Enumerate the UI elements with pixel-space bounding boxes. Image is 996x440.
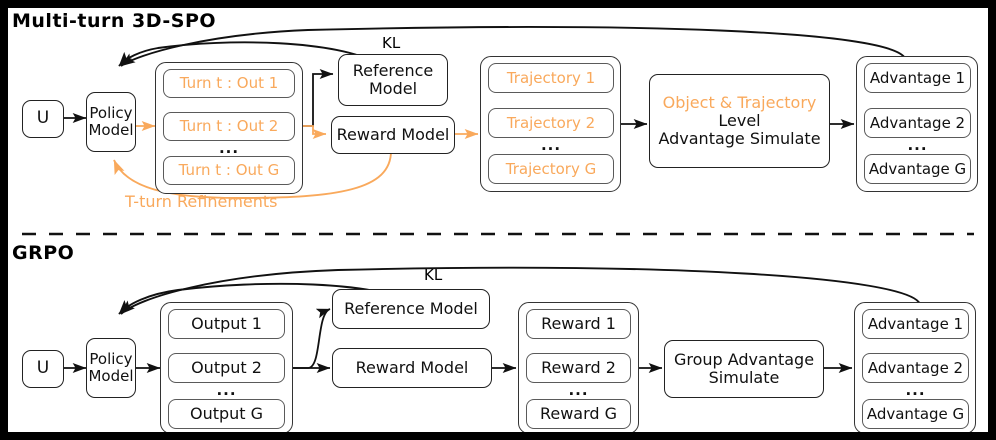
advantage-ellipsis-top: ... [907,136,928,154]
loop-caption-top: T-turn Refinements [125,192,278,211]
figure-inner: Multi-turn 3D-SPO KL U Policy Model Turn… [8,8,988,432]
kl-label-top: KL [382,34,401,52]
reward-item-2: Reward 2 [526,353,631,383]
reference-model-top: Reference Model [338,54,448,106]
trajectory-item-1: Trajectory 1 [488,63,614,93]
output-item-bottom-1: Output 1 [168,309,285,339]
input-node-bottom: U [22,350,64,388]
panel-title-top: Multi-turn 3D-SPO [12,10,217,32]
outputs-ellipsis-bottom: ... [216,381,237,399]
trajectory-item-2: Trajectory 2 [488,108,614,138]
simulate-line-1: Object & Trajectory [662,93,817,113]
policy-model-bottom: Policy Model [86,338,136,398]
advantage-item-top-2: Advantage 2 [864,108,971,138]
advantage-item-top-3: Advantage G [864,154,971,184]
panel-title-bottom: GRPO [12,242,75,264]
advantage-ellipsis-bottom: ... [905,381,926,399]
reward-item-1: Reward 1 [526,309,631,339]
trajectory-item-3: Trajectory G [488,154,614,184]
output-item-bottom-3: Output G [168,399,285,429]
reward-ellipsis: ... [568,381,589,399]
advantage-simulate-top: Object & Trajectory Level Advantage Simu… [649,74,830,168]
kl-label-bottom: KL [424,266,443,284]
simulate-line-2: Level [718,111,761,131]
group-advantage-simulate: Group Advantage Simulate [664,340,824,398]
output-item-top-2: Turn t : Out 2 [163,112,295,141]
trajectory-ellipsis: ... [540,136,562,154]
advantage-item-bottom-3: Advantage G [862,399,969,429]
advantage-item-bottom-1: Advantage 1 [862,309,969,339]
input-node-top: U [22,100,64,138]
policy-model-top: Policy Model [86,92,136,152]
reward-model-top: Reward Model [331,116,455,154]
output-item-bottom-2: Output 2 [168,353,285,383]
reference-model-bottom: Reference Model [332,289,490,329]
advantage-item-bottom-2: Advantage 2 [862,353,969,383]
advantage-item-top-1: Advantage 1 [864,63,971,93]
output-item-top-1: Turn t : Out 1 [163,69,295,98]
reward-item-3: Reward G [526,399,631,429]
output-item-top-3: Turn t : Out G [163,156,295,185]
outputs-ellipsis-top: ... [218,139,240,157]
reward-model-bottom: Reward Model [332,348,492,388]
simulate-line-3: Advantage Simulate [658,128,821,148]
group-simulate-line-1: Group Advantage [673,350,815,370]
group-simulate-line-2: Simulate [708,368,780,387]
